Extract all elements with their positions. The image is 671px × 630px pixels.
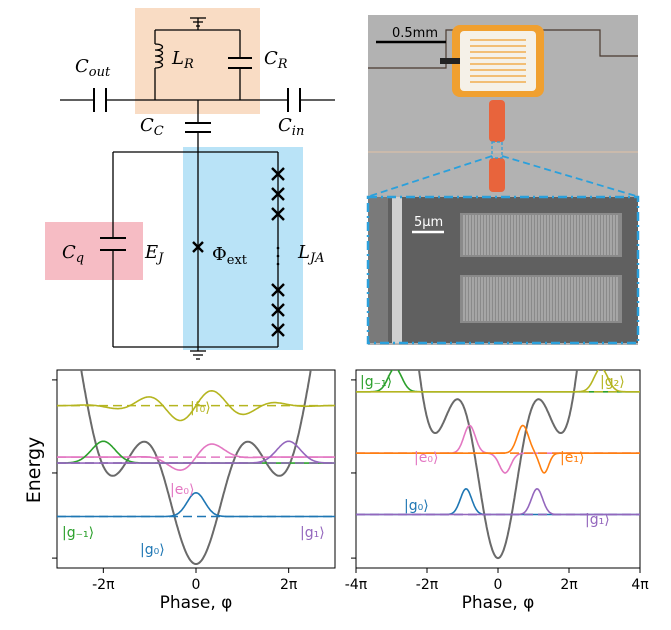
energy-plot-left: |f₀⟩ |e₀⟩ |g₋₁⟩ |g₁⟩ |g₀⟩ -2π 0 2π bbox=[52, 369, 336, 593]
x-tick-label: -2π bbox=[92, 577, 115, 593]
state-label: |g₋₁⟩ bbox=[360, 374, 392, 390]
l-r-label: LR bbox=[171, 48, 194, 72]
x-axis-label-right: Phase, φ bbox=[462, 593, 535, 613]
x-tick-label: 2π bbox=[560, 577, 578, 593]
potential-curve bbox=[80, 370, 312, 565]
wavefunction bbox=[57, 443, 335, 472]
state-label: |g₀⟩ bbox=[140, 542, 165, 558]
x-tick-label: 0 bbox=[192, 577, 201, 593]
potential-curve bbox=[417, 370, 579, 560]
x-tick-label: -4π bbox=[345, 577, 368, 593]
wavefunction bbox=[356, 487, 640, 516]
cq-highlight bbox=[45, 222, 143, 280]
scale-bar-bottom-label: 5μm bbox=[414, 215, 443, 230]
state-label: |g₂⟩ bbox=[600, 374, 625, 390]
x-tick-label: -2π bbox=[416, 577, 439, 593]
c-out-label: Cout bbox=[75, 56, 111, 80]
state-label: |f₀⟩ bbox=[190, 400, 211, 416]
x-tick-label: 4π bbox=[631, 577, 649, 593]
c-c-label: CC bbox=[140, 115, 164, 139]
phi-ext-label: Φext bbox=[212, 244, 248, 268]
wavefunction bbox=[356, 424, 640, 474]
c-in-label: Cin bbox=[278, 115, 304, 139]
junction-pad-bottom bbox=[489, 158, 505, 192]
state-label: |e₀⟩ bbox=[170, 482, 194, 498]
state-label: |e₀⟩ bbox=[414, 450, 438, 466]
e-j-label: EJ bbox=[144, 242, 164, 266]
l-ja-label: LJA bbox=[297, 242, 325, 266]
wavefunction bbox=[57, 491, 335, 518]
state-label: |e₁⟩ bbox=[560, 450, 584, 466]
state-label: |g₁⟩ bbox=[585, 512, 610, 528]
energy-plot-right: |g₋₁⟩ |g₂⟩ |e₀⟩ |e₁⟩ |g₀⟩ |g₁⟩ -4π -2π 0 2π 4π bbox=[345, 369, 649, 593]
x-tick-label: 0 bbox=[494, 577, 503, 593]
junction-pad-top bbox=[489, 100, 505, 142]
state-label: |g₁⟩ bbox=[300, 525, 325, 541]
circuit-diagram: Cout LR CR CC Cin Cq EJ Φext LJA bbox=[45, 8, 335, 360]
state-label: |g₀⟩ bbox=[404, 498, 429, 514]
c-q-label: Cq bbox=[62, 242, 84, 266]
y-axis-label: Energy bbox=[23, 437, 45, 504]
micrograph: 0.5mm 5μm bbox=[366, 15, 640, 345]
wavefunction bbox=[57, 389, 335, 422]
state-label: |g₋₁⟩ bbox=[62, 525, 94, 541]
scale-bar-top-label: 0.5mm bbox=[392, 26, 438, 41]
x-tick-label: 2π bbox=[280, 577, 298, 593]
c-r-label: CR bbox=[264, 48, 288, 72]
x-axis-label-left: Phase, φ bbox=[160, 593, 233, 613]
wavefunction bbox=[356, 370, 640, 393]
wavefunction bbox=[57, 440, 335, 464]
